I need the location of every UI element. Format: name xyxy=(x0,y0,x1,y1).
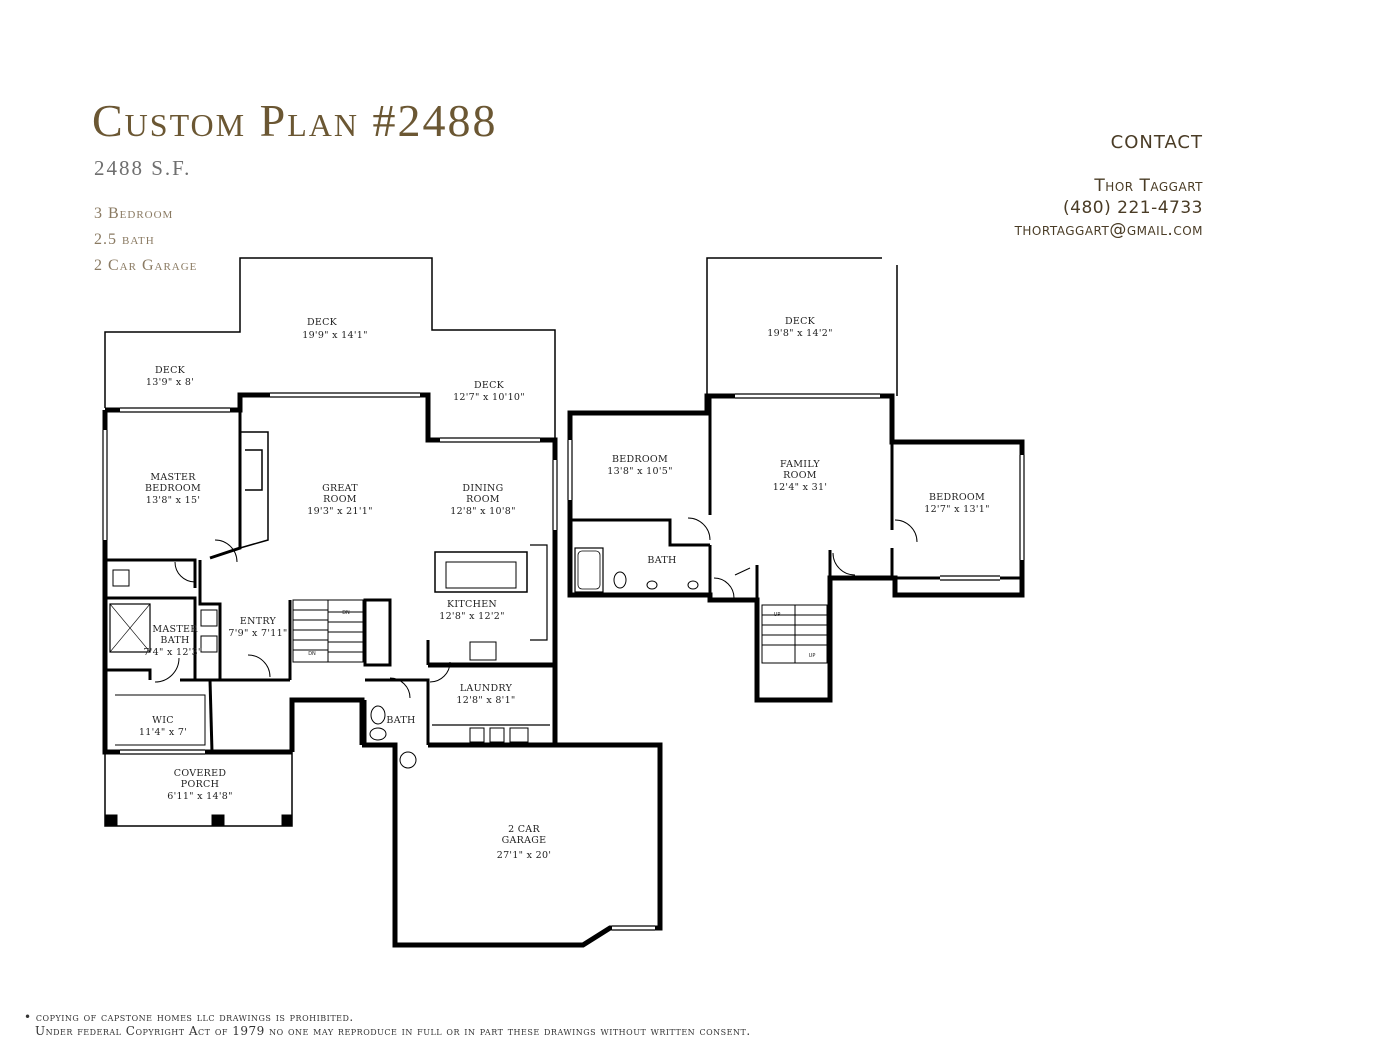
label-master-bedroom-size: 13'8" x 15' xyxy=(146,495,201,506)
contact-block: CONTACT Thor Taggart (480) 221-4733 thor… xyxy=(1015,132,1203,241)
contact-heading: CONTACT xyxy=(1110,132,1203,153)
label-dining-room-1: DINING xyxy=(462,483,503,494)
label-master-bath-size: 7'4" x 12'3" xyxy=(143,647,202,658)
stair-dn-1: DN xyxy=(342,610,350,616)
label-dining-room-2: ROOM xyxy=(466,494,500,505)
stair-dn-2: DN xyxy=(308,651,316,657)
label-bedroom-left-size: 13'8" x 10'5" xyxy=(607,466,673,477)
main-exterior-walls xyxy=(102,392,663,948)
room-labels: DECK 19'9" x 14'1" DECK 13'9" x 8' DECK … xyxy=(139,316,990,861)
contact-phone[interactable]: (480) 221-4733 xyxy=(1063,198,1203,218)
label-family-room-2: ROOM xyxy=(783,470,817,481)
contact-email[interactable]: thortaggart@gmail.com xyxy=(1014,220,1203,240)
feature-bedrooms: 3 Bedroom xyxy=(94,205,174,222)
label-deck-top-size: 19'9" x 14'1" xyxy=(302,330,368,341)
label-wic-name: WIC xyxy=(152,715,174,726)
label-porch-size: 6'11" x 14'8" xyxy=(167,791,233,802)
label-upper-deck-name: DECK xyxy=(785,316,816,327)
copyright-disclaimer: • copying of capstone homes llc drawings… xyxy=(24,1010,751,1038)
shower xyxy=(109,603,151,653)
label-family-room-1: FAMILY xyxy=(780,459,820,470)
label-entry-size: 7'9" x 7'11" xyxy=(228,628,287,639)
label-family-room-size: 12'4" x 31' xyxy=(773,482,828,493)
feature-garage: 2 Car Garage xyxy=(94,257,198,274)
label-kitchen-name: KITCHEN xyxy=(447,599,497,610)
label-bedroom-right-name: BEDROOM xyxy=(929,492,985,503)
label-garage-size: 27'1" x 20' xyxy=(497,850,552,861)
label-master-bath-1: MASTER xyxy=(152,624,198,635)
label-half-bath: BATH xyxy=(386,715,415,726)
label-wic-size: 11'4" x 7' xyxy=(139,727,187,738)
label-garage-1: 2 CAR xyxy=(508,824,540,835)
label-deck-mid-name: DECK xyxy=(474,380,505,391)
porch-outline xyxy=(104,752,293,827)
label-kitchen-size: 12'8" x 12'2" xyxy=(439,611,505,622)
label-deck-mid-size: 12'7" x 10'10" xyxy=(453,392,525,403)
label-deck-left-size: 13'9" x 8' xyxy=(146,377,194,388)
label-deck-left-name: DECK xyxy=(155,365,186,376)
stair-up-1: UP xyxy=(774,612,781,618)
label-great-room-1: GREAT xyxy=(322,483,358,494)
upper-exterior-walls xyxy=(567,393,1025,703)
feature-baths: 2.5 bath xyxy=(94,231,155,248)
label-laundry-name: LAUNDRY xyxy=(460,683,513,694)
kitchen-island xyxy=(434,551,528,593)
door-swings xyxy=(154,539,451,769)
upper-deck-outline xyxy=(706,257,898,396)
label-laundry-size: 12'8" x 8'1" xyxy=(456,695,515,706)
main-interior-walls xyxy=(105,410,430,753)
label-deck-top-name: DECK xyxy=(307,317,338,328)
label-great-room-2: ROOM xyxy=(323,494,357,505)
upper-stairs xyxy=(761,604,828,664)
label-upper-bath: BATH xyxy=(647,555,676,566)
contact-name: Thor Taggart xyxy=(1094,176,1203,196)
label-upper-deck-size: 19'8" x 14'2" xyxy=(767,328,833,339)
deck-outline xyxy=(104,257,556,438)
label-bedroom-left-name: BEDROOM xyxy=(612,454,668,465)
label-great-room-size: 19'3" x 21'1" xyxy=(307,506,373,517)
disclaimer-line-1: • copying of capstone homes llc drawings… xyxy=(24,1010,354,1024)
upper-interior-walls xyxy=(570,396,1022,600)
label-porch-1: COVERED xyxy=(174,768,227,779)
label-master-bedroom-2: BEDROOM xyxy=(145,483,201,494)
stair-up-2: UP xyxy=(809,653,816,659)
label-dining-room-size: 12'8" x 10'8" xyxy=(450,506,516,517)
label-porch-2: PORCH xyxy=(181,779,219,790)
windows xyxy=(102,392,655,931)
plan-title: Custom Plan #2488 xyxy=(92,95,498,146)
label-master-bath-2: BATH xyxy=(160,635,189,646)
label-garage-2: GARAGE xyxy=(502,835,547,846)
label-master-bedroom-1: MASTER xyxy=(150,472,196,483)
label-bedroom-right-size: 12'7" x 13'1" xyxy=(924,504,990,515)
main-stairs xyxy=(292,599,364,663)
disclaimer-line-2: Under federal Copyright Act of 1979 no o… xyxy=(35,1024,751,1038)
square-footage: 2488 S.F. xyxy=(94,156,192,180)
label-entry-name: ENTRY xyxy=(240,616,277,627)
